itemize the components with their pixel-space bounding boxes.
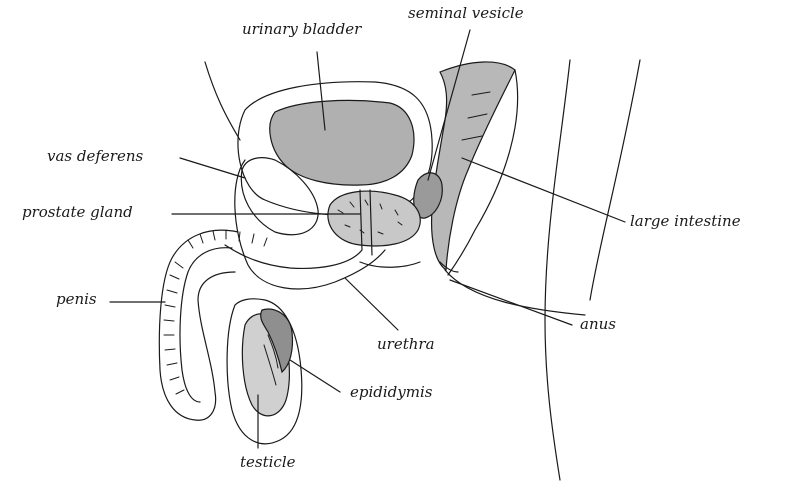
leader-large-intestine [462,158,625,222]
leader-vas-deferens [180,158,245,178]
label-large-intestine: large intestine [630,212,741,230]
label-anus: anus [580,315,616,333]
urinary-bladder-lumen [270,100,414,185]
label-vas-deferens: vas deferens [47,147,143,165]
leader-urethra [345,278,398,330]
prostate-shape [328,191,420,246]
label-testicle: testicle [240,453,296,471]
label-urethra: urethra [377,335,435,353]
large-intestine-shape [432,62,515,270]
leader-epididymis [290,360,340,392]
label-penis: penis [56,290,97,308]
body-outline-lower [445,270,585,315]
thigh-line [590,60,640,300]
penis-inner [180,248,232,402]
label-urinary-bladder: urinary bladder [242,20,361,38]
leader-anus [450,280,572,325]
label-prostate-gland: prostate gland [22,203,133,221]
body-outline-back [545,60,570,480]
label-epididymis: epididymis [350,383,432,401]
penis-outer [159,230,238,420]
body-outline-front [205,62,240,140]
label-seminal-vesicle: seminal vesicle [408,4,524,22]
